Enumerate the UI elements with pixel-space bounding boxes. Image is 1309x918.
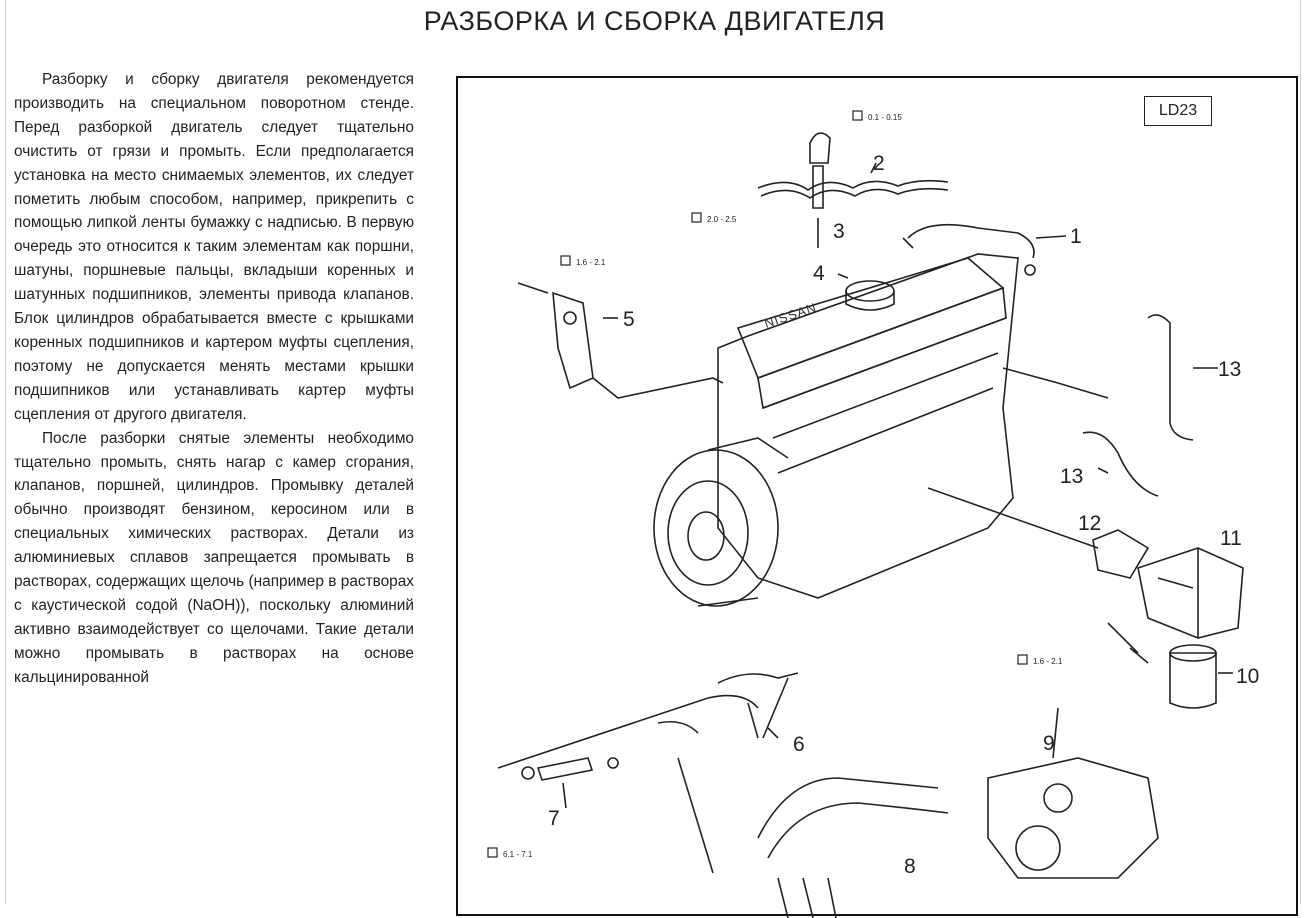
injector-7: [536, 757, 594, 781]
callout-10: 10: [1236, 665, 1259, 688]
filter-10: [1169, 652, 1217, 709]
torque-spec-10: 1.6 - 2.1: [1033, 657, 1063, 666]
fuel-lines-8: [757, 777, 949, 918]
engine-exploded-diagram: LD23: [456, 76, 1298, 918]
hose-1: [907, 223, 1035, 259]
bracket-5: [552, 291, 594, 390]
engine-block-outline: [717, 253, 1019, 599]
paragraph-1: Разборку и сборку двигателя рекомендуетс…: [14, 71, 414, 423]
callout-9: 9: [1043, 732, 1055, 755]
page-title: РАЗБОРКА И СБОРКА ДВИГАТЕЛЯ: [423, 6, 886, 36]
callout-1: 1: [1070, 225, 1082, 248]
callout-4: 4: [813, 262, 825, 285]
callout-3: 3: [833, 220, 845, 243]
injection-pump-9: [987, 757, 1159, 879]
hose-13-lower: [1082, 431, 1159, 497]
callout-11: 11: [1220, 527, 1242, 550]
callout-12: 12: [1078, 512, 1101, 535]
torque-icon: [1017, 654, 1028, 665]
sensor-3: [812, 165, 824, 209]
torque-icon: [560, 255, 571, 266]
torque-icon: [487, 847, 498, 858]
callout-6: 6: [793, 733, 805, 756]
callout-7: 7: [548, 807, 560, 830]
callout-8: 8: [904, 855, 916, 878]
callout-5: 5: [623, 308, 635, 331]
torque-spec-2: 0.1 - 0.15: [868, 113, 902, 122]
callout-13-lower: 13: [1060, 465, 1083, 488]
torque-icon: [852, 110, 863, 121]
hose-13-upper: [1147, 314, 1194, 441]
oil-cap: [845, 280, 895, 302]
torque-spec-5: 1.6 - 2.1: [576, 258, 606, 267]
callout-13-upper: 13: [1218, 358, 1241, 381]
engine-badge: NISSAN: [762, 300, 818, 331]
torque-icon: [691, 212, 702, 223]
diagram-drawing: 1 2 3 4 5 6 7 8 9 10 11 12 13 13 0.1 - 0…: [487, 110, 1259, 918]
gasket-12: [1092, 529, 1150, 579]
callout-2: 2: [873, 152, 885, 175]
pipes-6: [717, 672, 799, 684]
flywheel: [653, 449, 779, 607]
paragraph-2: После разборки снятые элементы необходим…: [14, 429, 414, 686]
model-tag: LD23: [1144, 96, 1212, 126]
part-2-tube: [757, 179, 949, 191]
body-text-column: Разборку и сборку двигателя рекомендуетс…: [14, 68, 414, 690]
torque-spec-7: 6.1 - 7.1: [503, 850, 533, 859]
torque-spec-3: 2.0 - 2.5: [707, 215, 737, 224]
housing-11: [1137, 547, 1244, 639]
